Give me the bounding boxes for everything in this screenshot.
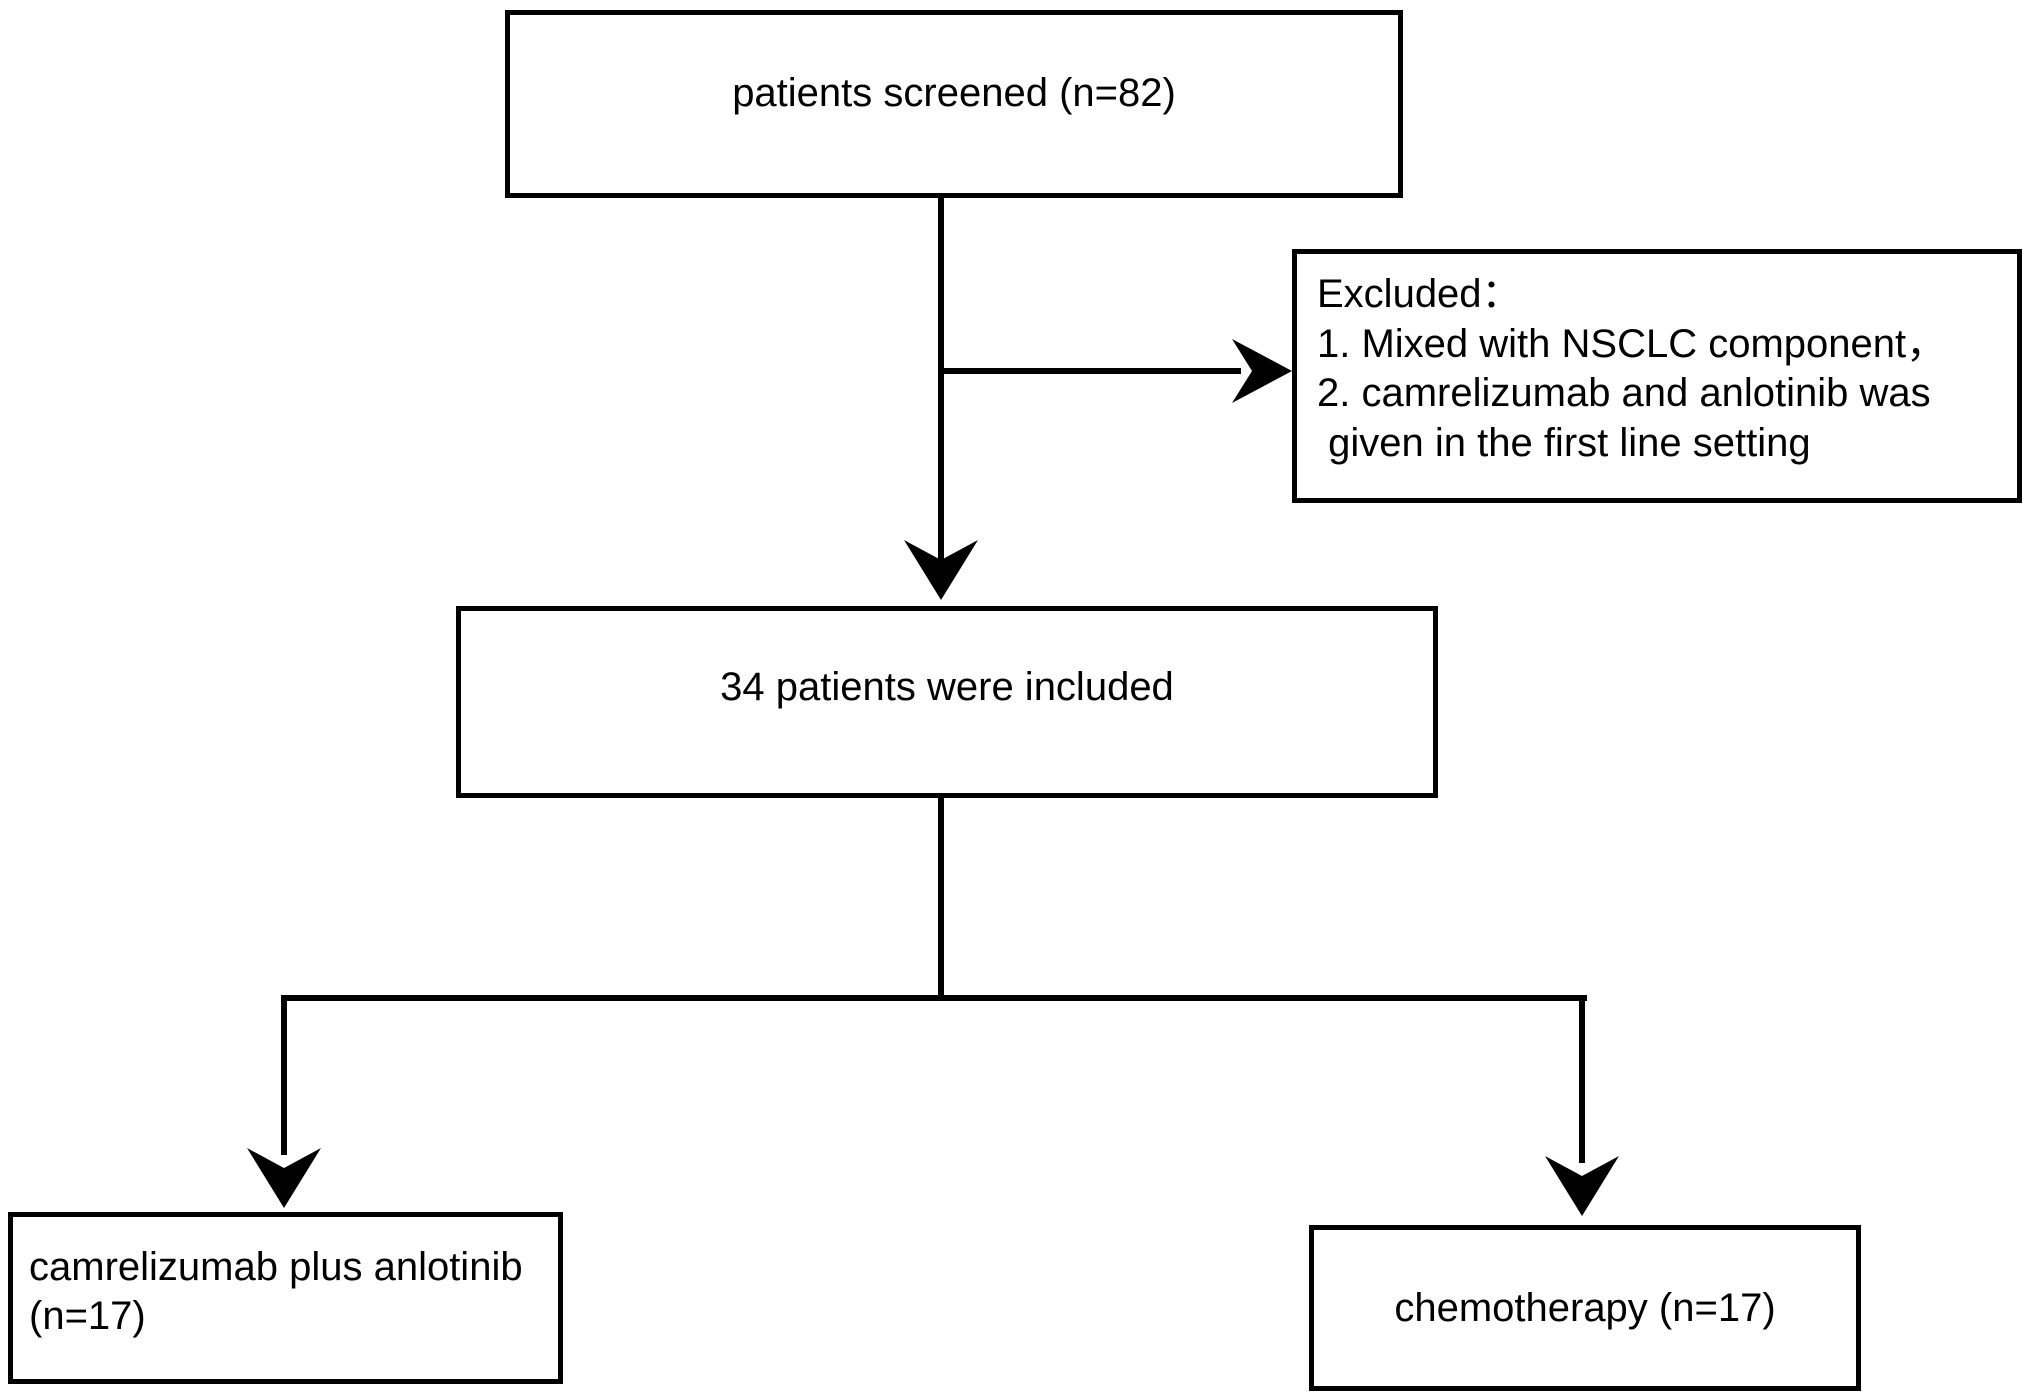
arrowhead-down-icon [904,540,978,600]
arm-a-label: camrelizumab plus anlotinib [29,1245,523,1289]
arm-a-node: camrelizumab plus anlotinib (n=17) [8,1212,563,1384]
excluded-node: Excluded： 1. Mixed with NSCLC component，… [1292,249,2022,503]
excluded-node-title: Excluded： [1317,272,1522,316]
arm-b-node: chemotherapy (n=17) [1309,1225,1861,1391]
excluded-reason-2: 2. camrelizumab and anlotinib was [1317,371,1931,416]
screened-node: patients screened (n=82) [505,10,1403,198]
arrowhead-right-icon [1232,339,1292,403]
arrowhead-down-icon [1545,1156,1619,1216]
arrowhead-down-icon [247,1148,321,1208]
included-node: 34 patients were included [456,606,1438,798]
excluded-reason-2-continued: given in the first line setting [1317,420,1811,465]
screened-node-label: patients screened (n=82) [732,70,1176,115]
excluded-reason-1: 1. Mixed with NSCLC component， [1317,321,1947,366]
arm-a-count: (n=17) [29,1293,146,1338]
included-node-label: 34 patients were included [720,664,1174,709]
arm-b-label: chemotherapy (n=17) [1394,1285,1776,1330]
